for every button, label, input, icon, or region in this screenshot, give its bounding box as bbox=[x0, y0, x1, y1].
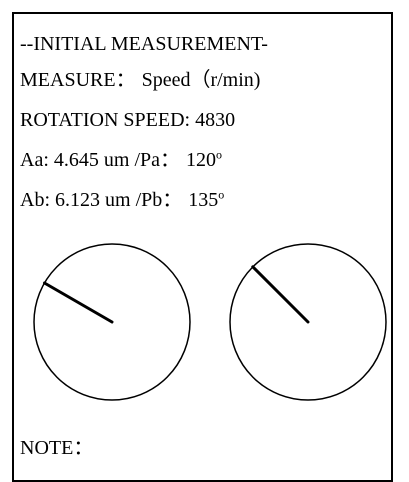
channel-b-row: Ab: 6.123 um /Pb：135o bbox=[20, 188, 224, 212]
measure-row: MEASURE：Speed（r/min) bbox=[20, 68, 260, 92]
phase-dial-b bbox=[229, 243, 387, 401]
rotation-speed-row: ROTATION SPEED: 4830 bbox=[20, 108, 235, 132]
channel-b-phase-value: 135 bbox=[188, 189, 219, 211]
channel-a-degree-mark: o bbox=[216, 147, 223, 162]
measure-value: Speed（r/min) bbox=[141, 69, 261, 91]
panel-title: --INITIAL MEASUREMENT- bbox=[20, 33, 268, 55]
channel-b-label: Ab: bbox=[20, 189, 50, 211]
phase-needle-b bbox=[251, 265, 310, 324]
phase-dials bbox=[33, 243, 387, 401]
phase-dial-a bbox=[33, 243, 191, 401]
rotation-speed-label: ROTATION SPEED: bbox=[20, 109, 191, 131]
channel-a-unit: um bbox=[103, 149, 130, 171]
rotation-speed-value: 4830 bbox=[195, 109, 236, 131]
measure-label: MEASURE： bbox=[20, 69, 136, 91]
channel-a-phase-value: 120 bbox=[186, 149, 217, 171]
note-label: NOTE： bbox=[20, 437, 94, 459]
channel-b-unit: um bbox=[105, 189, 131, 211]
channel-b-degree-mark: o bbox=[218, 187, 225, 202]
channel-a-amplitude: 4.645 bbox=[53, 149, 99, 171]
channel-a-phase-label: /Pa： bbox=[134, 149, 181, 171]
channel-a-label: Aa: bbox=[20, 149, 49, 171]
phase-needle-a bbox=[43, 281, 114, 324]
channel-a-row: Aa: 4.645 um /Pa：120o bbox=[20, 148, 222, 172]
channel-b-phase-label: /Pb： bbox=[135, 189, 183, 211]
channel-b-amplitude: 6.123 bbox=[55, 189, 100, 211]
